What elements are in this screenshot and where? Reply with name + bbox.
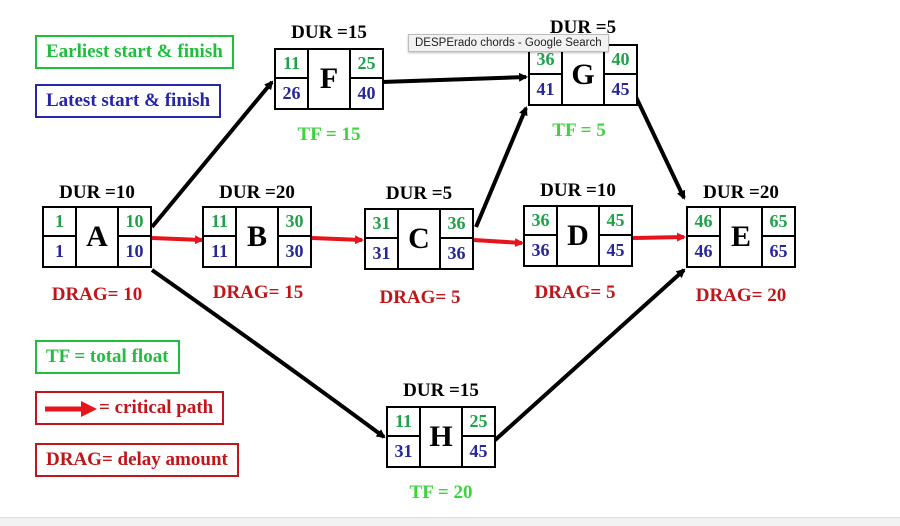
- node-d-drag: DRAG= 5: [534, 282, 616, 303]
- arrow-a-to-h: [150, 268, 386, 439]
- node-c-early-finish: 36: [439, 210, 472, 239]
- node-f-early-start: 11: [276, 50, 309, 79]
- node-a-duration: DUR =10: [59, 182, 135, 203]
- node-b-duration: DUR =20: [219, 182, 295, 203]
- node-g-early-finish: 40: [603, 46, 636, 75]
- node-e-late-start: 46: [688, 237, 721, 266]
- arrow-h-to-e: [492, 268, 686, 443]
- node-g-duration: DUR =5: [549, 17, 617, 38]
- node-d-early-finish: 45: [598, 207, 631, 236]
- node-d: 36 36 D 45 45: [523, 205, 633, 267]
- legend-earliest-label: Earliest start & finish: [46, 41, 223, 62]
- node-b-early-start: 11: [204, 208, 237, 237]
- node-d-late-start: 36: [525, 236, 558, 265]
- node-f-total-float: TF = 15: [297, 124, 361, 145]
- node-g-early-start: 36: [530, 46, 563, 75]
- node-b-late-start: 11: [204, 237, 237, 266]
- legend-total-float: TF = total float: [35, 340, 180, 374]
- node-b-late-finish: 30: [277, 237, 310, 266]
- legend-critical-path-label: = critical path: [99, 397, 214, 418]
- node-a-early-start: 1: [44, 208, 77, 237]
- node-g-late-start: 41: [530, 75, 563, 104]
- node-d-early-start: 36: [525, 207, 558, 236]
- node-f-late-start: 26: [276, 79, 309, 108]
- node-g-total-float: TF = 5: [552, 120, 606, 141]
- node-d-late-finish: 45: [598, 236, 631, 265]
- arrow-f-to-g: [381, 72, 528, 84]
- node-f-duration: DUR =15: [291, 22, 367, 43]
- legend-earliest: Earliest start & finish: [35, 35, 234, 69]
- critical-arrow-c-to-d: [473, 238, 524, 248]
- node-h: 11 31 H 25 45: [386, 406, 496, 468]
- node-f: 11 26 F 25 40: [274, 48, 384, 110]
- node-a-name: A: [86, 220, 108, 253]
- node-f-name: F: [319, 62, 339, 95]
- legend-drag-label: DRAG= delay amount: [46, 449, 228, 470]
- node-h-early-finish: 25: [461, 408, 494, 437]
- node-a-drag: DRAG= 10: [51, 284, 143, 305]
- critical-arrow-a-to-b: [151, 235, 204, 245]
- node-e-early-finish: 65: [761, 208, 794, 237]
- node-c-late-finish: 36: [439, 239, 472, 268]
- node-a: 1 1 A 10 10: [42, 206, 152, 268]
- critical-path-arrow-icon: [45, 400, 97, 417]
- node-e-late-finish: 65: [761, 237, 794, 266]
- node-b-name: B: [246, 220, 267, 253]
- node-b-early-finish: 30: [277, 208, 310, 237]
- browser-tooltip: DESPErado chords - Google Search: [408, 34, 609, 52]
- node-g: 36 41 G 40 45: [528, 44, 638, 106]
- critical-arrow-b-to-c: [311, 235, 364, 245]
- node-a-early-finish: 10: [117, 208, 150, 237]
- node-d-duration: DUR =10: [540, 180, 616, 201]
- node-f-late-finish: 40: [349, 79, 382, 108]
- bottom-strip: [0, 517, 900, 526]
- node-h-early-start: 11: [388, 408, 421, 437]
- legend-critical-path: = critical path: [35, 391, 225, 425]
- arrow-a-to-f: [150, 80, 274, 229]
- node-c: 31 31 C 36 36: [364, 208, 474, 270]
- node-e-duration: DUR =20: [703, 182, 779, 203]
- legend-total-float-label: TF = total float: [46, 346, 169, 367]
- node-d-name: D: [567, 219, 589, 252]
- node-c-late-start: 31: [366, 239, 399, 268]
- node-g-late-finish: 45: [603, 75, 636, 104]
- node-a-late-finish: 10: [117, 237, 150, 266]
- arrow-c-to-g: [474, 106, 528, 228]
- node-c-drag: DRAG= 5: [379, 287, 461, 308]
- node-f-early-finish: 25: [349, 50, 382, 79]
- node-c-early-start: 31: [366, 210, 399, 239]
- arrow-g-to-e: [634, 96, 686, 200]
- node-h-late-finish: 45: [461, 437, 494, 466]
- node-g-name: G: [571, 58, 595, 91]
- node-a-late-start: 1: [44, 237, 77, 266]
- legend-latest-label: Latest start & finish: [46, 90, 211, 111]
- node-h-name: H: [429, 420, 453, 453]
- node-h-duration: DUR =15: [403, 380, 479, 401]
- node-h-total-float: TF = 20: [409, 482, 473, 503]
- critical-arrow-d-to-e: [631, 232, 686, 242]
- node-h-late-start: 31: [388, 437, 421, 466]
- legend-latest: Latest start & finish: [35, 84, 222, 118]
- node-e-early-start: 46: [688, 208, 721, 237]
- legend-drag: DRAG= delay amount: [35, 443, 239, 477]
- node-e: 46 46 E 65 65: [686, 206, 796, 268]
- node-e-name: E: [730, 220, 751, 253]
- node-e-drag: DRAG= 20: [695, 285, 787, 306]
- node-b-drag: DRAG= 15: [212, 282, 304, 303]
- node-c-name: C: [408, 222, 430, 255]
- node-c-duration: DUR =5: [385, 183, 453, 204]
- node-b: 11 11 B 30 30: [202, 206, 312, 268]
